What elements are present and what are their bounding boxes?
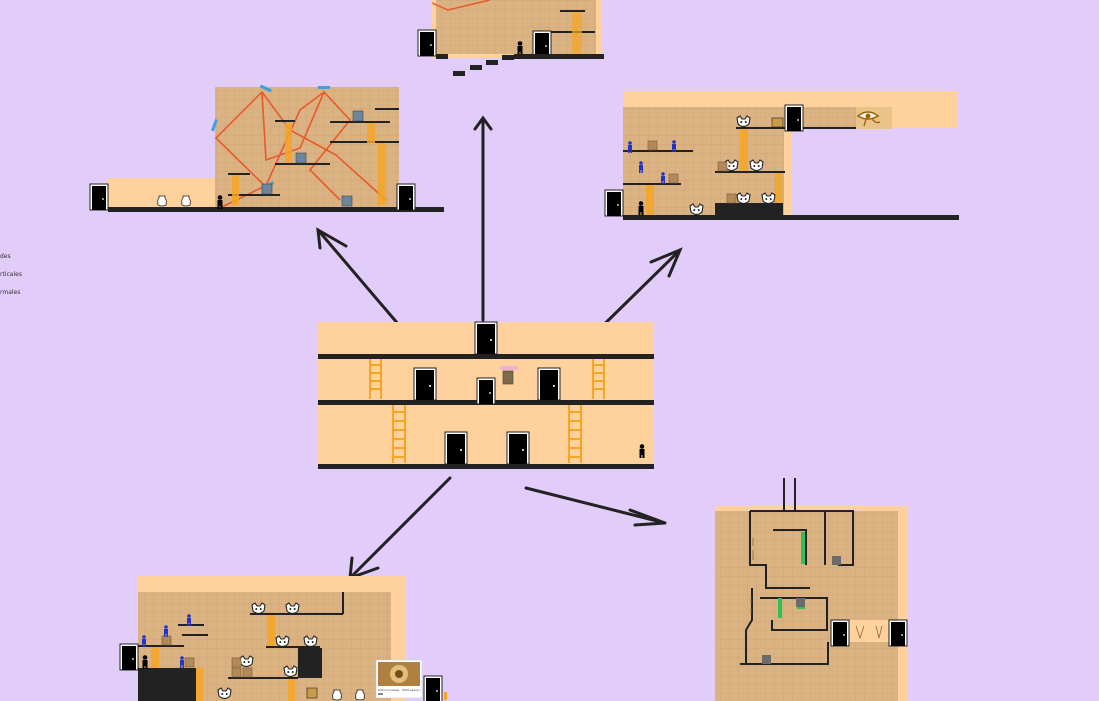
side-label-3: rmales xyxy=(0,289,21,296)
level-top xyxy=(417,0,604,76)
door-icon[interactable] xyxy=(830,619,850,647)
video-thumbnail[interactable]: Pixie's lineage - Petit aperçu xyxy=(375,659,423,699)
jar-icon xyxy=(355,689,365,701)
arrow-up-left xyxy=(316,227,412,340)
crate-icon[interactable] xyxy=(161,635,172,646)
door-icon[interactable] xyxy=(396,183,416,211)
crate-icon[interactable] xyxy=(242,667,253,678)
level-bottom-left xyxy=(119,576,447,701)
treasure-icon xyxy=(306,687,318,699)
door-icon[interactable] xyxy=(537,367,561,401)
door-icon[interactable] xyxy=(888,619,908,647)
door-icon[interactable] xyxy=(444,431,468,465)
jar-icon xyxy=(332,689,342,701)
crate-icon[interactable] xyxy=(647,140,658,151)
floating-steps xyxy=(453,55,514,76)
level-bottom-right xyxy=(715,478,908,701)
laser-beams xyxy=(214,90,387,209)
crate-icon[interactable] xyxy=(352,110,364,122)
level-upper-right xyxy=(604,91,959,220)
door-icon[interactable] xyxy=(784,104,804,132)
crate-icon[interactable] xyxy=(184,657,195,668)
crate-icon[interactable] xyxy=(295,152,307,164)
hieroglyph-decor xyxy=(750,538,883,640)
door-icon[interactable] xyxy=(417,29,437,57)
door-icon[interactable] xyxy=(89,183,109,211)
door-icon[interactable] xyxy=(532,30,552,58)
painting-icon xyxy=(500,366,518,385)
small-figure-icon xyxy=(444,692,447,700)
door-icon[interactable] xyxy=(506,431,530,465)
crate-icon[interactable] xyxy=(726,193,737,204)
door-icon[interactable] xyxy=(119,643,139,671)
thumbnail-title: Pixie's lineage - Petit aperçu xyxy=(378,688,420,692)
crate-icon[interactable] xyxy=(668,173,679,184)
side-label-1: des xyxy=(0,253,11,260)
crate-icon[interactable] xyxy=(261,183,273,195)
eye-of-horus-icon xyxy=(856,107,892,129)
arrow-down-right xyxy=(524,486,667,527)
jar-icon xyxy=(181,195,191,207)
vine-icon xyxy=(778,532,805,618)
crate-icon[interactable] xyxy=(231,667,242,678)
door-icon[interactable] xyxy=(476,377,496,405)
crate-icon[interactable] xyxy=(717,161,728,172)
arrow-down-left xyxy=(348,476,452,581)
door-icon[interactable] xyxy=(474,321,498,355)
hub-level xyxy=(318,321,654,469)
arrow-up xyxy=(473,115,493,322)
crate-icon[interactable] xyxy=(231,657,242,668)
level-upper-left xyxy=(89,84,444,212)
door-icon[interactable] xyxy=(423,675,443,701)
crate-icon[interactable] xyxy=(341,195,353,207)
side-label-2: rticales xyxy=(0,271,22,278)
treasure-icon xyxy=(771,117,784,128)
ladder-icon xyxy=(369,359,605,463)
jar-icon xyxy=(157,195,167,207)
door-icon[interactable] xyxy=(413,367,437,401)
door-icon[interactable] xyxy=(604,189,624,217)
